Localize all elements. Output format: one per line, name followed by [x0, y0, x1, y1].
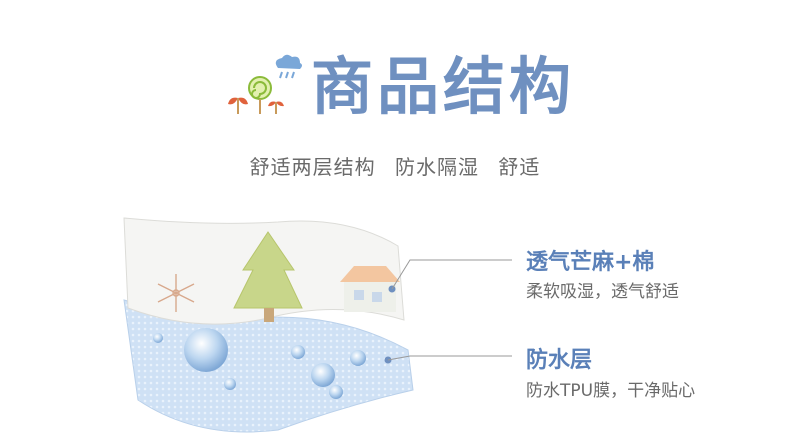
water-drop-icon [311, 363, 335, 387]
sprout-logo-icon [228, 54, 302, 114]
layer-name: 防水层 [526, 348, 593, 373]
layer-name: 透气芒麻+棉 [526, 250, 655, 275]
snowflake-icon [157, 274, 195, 312]
fabric-layers-illustration [123, 217, 414, 433]
subtitle-item: 舒适两层结构 [249, 155, 376, 179]
water-drop-icon [184, 328, 228, 372]
house-icon [340, 266, 400, 282]
subtitle: 舒适两层结构 防水隔湿 舒适 [0, 151, 790, 180]
title-row: 商品结构 [0, 44, 790, 134]
water-drop-icon [153, 333, 163, 343]
water-drop-icon [224, 378, 236, 390]
subtitle-item: 舒适 [498, 155, 541, 179]
tree-trunk [264, 308, 274, 322]
water-drop-icon [350, 350, 366, 366]
layer-description: 防水TPU膜，干净贴心 [526, 381, 696, 401]
subtitle-item: 防水隔湿 [395, 155, 479, 179]
layer-description: 柔软吸湿，透气舒适 [526, 282, 679, 302]
page-title: 商品结构 [311, 50, 576, 123]
water-drop-icon [291, 345, 305, 359]
water-drop-icon [329, 385, 343, 399]
